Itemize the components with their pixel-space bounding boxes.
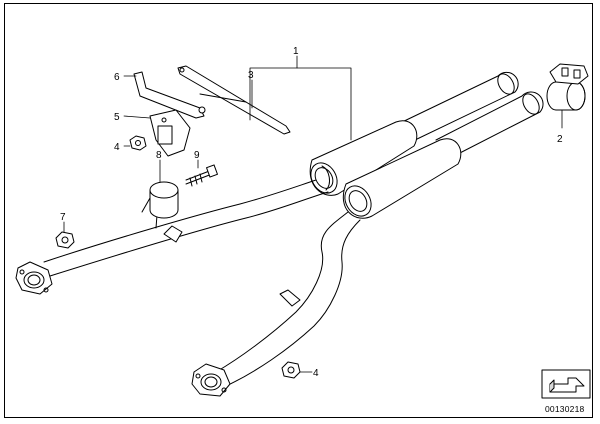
nut-upper [129,135,147,151]
front-pipe-left [43,179,329,277]
callout-8: 8 [156,150,162,161]
muffler-right [342,138,462,219]
bracket-6 [133,71,206,119]
callout-4-lower: 4 [313,368,319,379]
tailpipe-lower [435,91,544,157]
callout-5: 5 [114,112,120,123]
flange-bottom [191,363,231,397]
diagram-frame [4,3,593,418]
callout-7: 7 [60,212,66,223]
callout-6: 6 [114,72,120,83]
bracket-5 [149,109,191,157]
callout-2: 2 [557,134,563,145]
hanger-strap [177,65,291,135]
callout-1: 1 [293,46,299,57]
leader-lines [63,55,563,373]
nut-7 [55,231,75,249]
callouts: 1 2 3 4 4 5 6 7 8 9 [60,46,563,379]
bolt [185,164,218,187]
flange-left [15,261,53,295]
arrow-corner-icon [541,369,591,399]
callout-9: 9 [194,150,200,161]
nut-lower [281,361,301,379]
callout-4-upper: 4 [114,142,120,153]
tailpipe-upper [397,71,519,141]
front-pipe-right [215,211,361,387]
callout-3: 3 [248,70,254,81]
rubber-mount [149,181,179,219]
clamp [546,63,589,111]
reference-number: 00130218 [545,404,584,414]
pipe-bracket-right [279,289,301,307]
